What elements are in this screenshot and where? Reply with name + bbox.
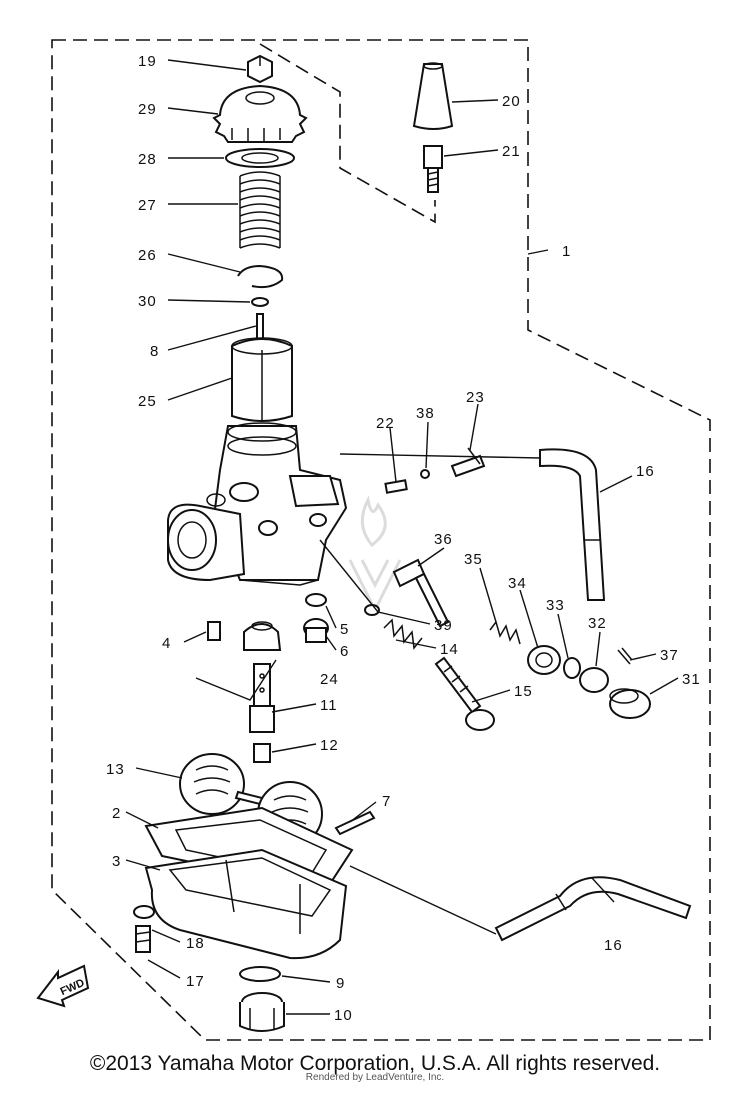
copyright-notice: ©2013 Yamaha Motor Corporation, U.S.A. A… [89, 1052, 661, 1075]
label-part-21: 21 [502, 143, 521, 160]
assembly-boundary [51, 39, 711, 1041]
label-part-32: 32 [588, 615, 607, 632]
label-part-30: 30 [138, 293, 157, 310]
label-part-33: 33 [546, 597, 565, 614]
retainer-clip [237, 264, 284, 289]
label-part-3: 3 [112, 853, 121, 870]
label-part-19: 19 [138, 53, 157, 70]
plunger-spring [489, 620, 521, 645]
throttle-stop-spring [383, 618, 423, 650]
float-bowl [144, 848, 348, 960]
label-part-23: 23 [466, 389, 485, 406]
label-part-31: 31 [682, 671, 701, 688]
label-part-25: 25 [138, 393, 157, 410]
rubber-cap [412, 63, 454, 130]
float-pin [334, 810, 376, 836]
o-ring-33 [563, 657, 581, 679]
pilot-screw [384, 479, 408, 494]
label-part-13: 13 [106, 761, 125, 778]
carburetor-body [167, 422, 348, 586]
needle-jet [249, 663, 275, 733]
label-part-15: 15 [514, 683, 533, 700]
throttle-stop-screw [434, 656, 495, 731]
label-part-10: 10 [334, 1007, 353, 1024]
label-part-16b: 16 [604, 937, 623, 954]
boundary-leader [259, 43, 436, 224]
label-part-22: 22 [376, 415, 395, 432]
drain-plug-o-ring [239, 966, 281, 982]
bowl-screw [135, 925, 151, 953]
cable-adjuster [423, 145, 443, 193]
label-part-36: 36 [434, 531, 453, 548]
label-part-12: 12 [320, 737, 339, 754]
cotter-pin [617, 647, 633, 665]
throttle-valve [231, 337, 293, 422]
label-part-39: 39 [434, 617, 453, 634]
top-cap [212, 84, 308, 143]
label-part-17: 17 [186, 973, 205, 990]
main-nozzle-holder [303, 618, 329, 643]
plunger-nut [527, 645, 561, 675]
label-part-9: 9 [336, 975, 345, 992]
label-part-7: 7 [382, 793, 391, 810]
label-part-38: 38 [416, 405, 435, 422]
small-washer [251, 297, 269, 307]
label-part-26: 26 [138, 247, 157, 264]
hose-fitting [450, 447, 486, 478]
watermark-caption: Rendered by LeadVenture, Inc. [305, 1072, 445, 1083]
label-part-37: 37 [660, 647, 679, 664]
overflow-hose-lower [494, 876, 692, 942]
label-part-28: 28 [138, 151, 157, 168]
label-part-18: 18 [186, 935, 205, 952]
jet-washer [305, 593, 327, 607]
starter-plunger [392, 558, 450, 628]
plunger-cap [579, 667, 609, 693]
throttle-spring [239, 171, 281, 249]
carburetor-exploded-diagram: FWD [36, 39, 711, 1041]
label-part-14: 14 [440, 641, 459, 658]
label-part-11: 11 [320, 697, 338, 714]
label-part-16a: 16 [636, 463, 655, 480]
drain-plug [239, 992, 285, 1032]
label-part-35: 35 [464, 551, 483, 568]
label-part-20: 20 [502, 93, 521, 110]
label-part-5: 5 [340, 621, 349, 638]
label-part-6: 6 [340, 643, 349, 660]
part-labels: 1 2 3 4 5 6 7 8 9 10 11 12 13 14 15 16 1… [106, 53, 701, 1024]
label-part-27: 27 [138, 197, 157, 214]
label-part-8: 8 [150, 343, 159, 360]
label-part-24: 24 [320, 671, 339, 688]
needle-jet-holder [243, 621, 282, 651]
label-part-4: 4 [162, 635, 171, 652]
overflow-hose-upper [539, 448, 606, 601]
cap-nut [247, 54, 273, 84]
pilot-jet [207, 621, 221, 641]
starter-knob [609, 688, 651, 719]
cap-gasket [225, 148, 295, 168]
label-part-1: 1 [562, 243, 571, 260]
main-jet [253, 743, 271, 763]
fwd-arrow-icon: FWD [36, 964, 90, 1008]
watermark-logo [348, 495, 402, 614]
leader-lines [125, 59, 679, 1015]
label-part-34: 34 [508, 575, 527, 592]
bowl-screw-washer [133, 905, 155, 919]
label-part-2: 2 [112, 805, 121, 822]
small-ball [420, 469, 430, 479]
label-part-29: 29 [138, 101, 157, 118]
